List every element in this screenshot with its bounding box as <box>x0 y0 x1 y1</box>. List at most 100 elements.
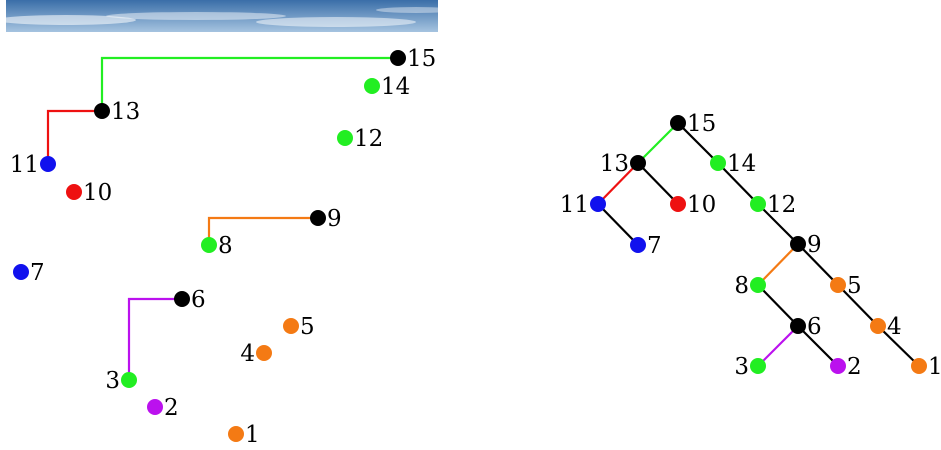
right-edge-6-2 <box>797 325 839 367</box>
right-node-12-dot <box>750 196 766 212</box>
left-node-7-dot <box>13 264 29 280</box>
right-edge-15-14 <box>677 122 719 164</box>
right-node-13-dot <box>630 155 646 171</box>
left-node-10-dot <box>66 184 82 200</box>
left-node-15: 15 <box>390 46 436 72</box>
right-node-13-label: 13 <box>600 151 629 177</box>
right-node-11: 11 <box>560 192 606 218</box>
right-node-6-dot <box>790 318 806 334</box>
right-node-14-dot <box>710 155 726 171</box>
left-node-14: 14 <box>364 74 410 100</box>
right-node-15: 15 <box>670 111 716 137</box>
right-node-3-dot <box>750 358 766 374</box>
right-node-3-label: 3 <box>734 354 749 380</box>
left-node-11-dot <box>40 156 56 172</box>
right-node-14: 14 <box>710 151 756 177</box>
right-node-6-label: 6 <box>807 314 822 340</box>
left-node-12-dot <box>337 130 353 146</box>
right-node-2-dot <box>830 358 846 374</box>
right-node-4-label: 4 <box>887 314 902 340</box>
right-edge-5-4 <box>837 284 879 327</box>
left-link-15-13 <box>100 56 398 111</box>
left-node-13-dot <box>94 103 110 119</box>
right-node-6: 6 <box>790 314 822 340</box>
right-edge-14-12 <box>717 162 759 205</box>
left-node-13: 13 <box>94 99 140 125</box>
left-node-3-dot <box>121 372 137 388</box>
right-edge-12-9 <box>757 203 799 245</box>
left-node-10: 10 <box>66 180 112 206</box>
right-node-12-label: 12 <box>767 192 796 218</box>
right-node-4-dot <box>870 318 886 334</box>
left-node-3-label: 3 <box>105 368 120 394</box>
left-node-12: 12 <box>337 126 383 152</box>
left-node-13-label: 13 <box>111 99 140 125</box>
right-node-8-dot <box>750 277 766 293</box>
left-node-5-dot <box>283 318 299 334</box>
right-node-10-label: 10 <box>687 192 716 218</box>
left-node-11: 11 <box>10 152 56 178</box>
right-node-8-label: 8 <box>734 273 749 299</box>
left-node-5-label: 5 <box>300 314 315 340</box>
right-edge-4-1 <box>877 325 920 367</box>
sky-banner-image <box>6 0 438 32</box>
left-node-8-dot <box>201 237 217 253</box>
left-node-4: 4 <box>240 341 272 367</box>
left-node-6-label: 6 <box>191 287 206 313</box>
left-node-9: 9 <box>310 206 342 232</box>
right-edge-9-5 <box>797 243 839 286</box>
right-node-1-dot <box>911 358 927 374</box>
left-node-8: 8 <box>201 233 233 259</box>
right-node-9-label: 9 <box>807 232 822 258</box>
right-edge-13-10 <box>637 162 679 205</box>
left-node-15-label: 15 <box>407 46 436 72</box>
left-node-9-label: 9 <box>327 206 342 232</box>
left-node-11-label: 11 <box>10 152 39 178</box>
left-node-3: 3 <box>105 368 137 394</box>
right-node-10-dot <box>670 196 686 212</box>
right-node-2-label: 2 <box>847 354 862 380</box>
right-node-3: 3 <box>734 354 766 380</box>
left-node-6: 6 <box>174 287 206 313</box>
right-node-12: 12 <box>750 192 796 218</box>
left-node-6-dot <box>174 291 190 307</box>
left-node-9-dot <box>310 210 326 226</box>
right-edge-11-7 <box>597 203 639 246</box>
left-node-4-dot <box>256 345 272 361</box>
right-node-7: 7 <box>630 233 662 259</box>
left-node-7: 7 <box>13 260 45 286</box>
left-node-5: 5 <box>283 314 315 340</box>
right-panel-nodes: 15 13 14 11 10 12 7 9 8 56 4 3 2 1 <box>560 111 941 380</box>
left-node-1-label: 1 <box>245 422 260 448</box>
right-node-15-dot <box>670 115 686 131</box>
left-node-1: 1 <box>228 422 260 448</box>
left-node-2: 2 <box>147 395 179 421</box>
right-node-5-label: 5 <box>847 273 862 299</box>
right-node-10: 10 <box>670 192 716 218</box>
right-node-1: 1 <box>911 354 941 380</box>
left-node-2-label: 2 <box>164 395 179 421</box>
left-node-14-dot <box>364 78 380 94</box>
left-node-8-label: 8 <box>218 233 233 259</box>
right-node-5: 5 <box>830 273 862 299</box>
right-node-1-label: 1 <box>928 354 941 380</box>
left-node-14-label: 14 <box>381 74 410 100</box>
left-link-6-3 <box>127 297 182 380</box>
left-node-2-dot <box>147 399 163 415</box>
left-link-9-8 <box>207 216 318 245</box>
right-edge-9-8 <box>757 243 799 286</box>
right-node-2: 2 <box>830 354 862 380</box>
right-node-14-label: 14 <box>727 151 756 177</box>
right-edge-8-6 <box>757 284 799 327</box>
right-node-7-label: 7 <box>647 233 662 259</box>
right-node-7-dot <box>630 237 646 253</box>
right-node-13: 13 <box>600 151 646 177</box>
right-panel-edges <box>597 122 920 367</box>
right-node-11-label: 11 <box>560 192 589 218</box>
right-edge-13-11 <box>597 162 639 205</box>
left-node-15-dot <box>390 50 406 66</box>
left-link-13-11 <box>46 109 102 164</box>
left-node-7-label: 7 <box>30 260 45 286</box>
left-node-4-label: 4 <box>240 341 255 367</box>
